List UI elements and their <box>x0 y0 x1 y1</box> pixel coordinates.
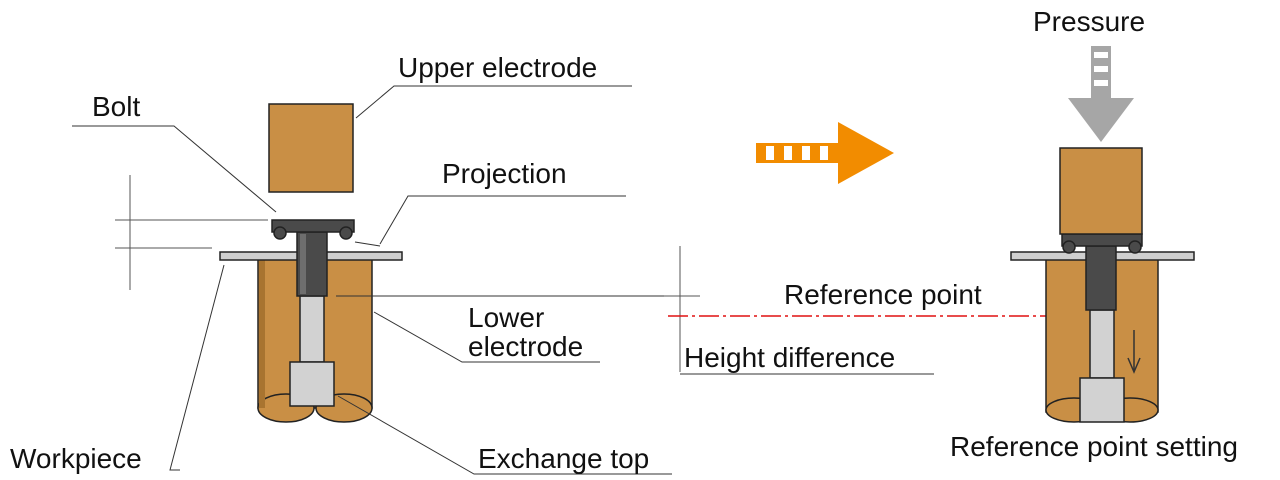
workpiece-label: Workpiece <box>10 443 142 474</box>
bolt-shank-right <box>1085 245 1117 311</box>
lower-electrode-label-line1: Lower <box>468 302 544 333</box>
exchange-top-label: Exchange top <box>478 443 649 474</box>
reference-point-label: Reference point <box>784 279 982 310</box>
lower-electrode-shade <box>259 258 265 408</box>
projection-bump-right-2 <box>1128 240 1142 254</box>
striped-down-arrow-icon <box>1068 46 1134 142</box>
projection-bump-left-1 <box>273 226 287 240</box>
exchange-top-shaft-right <box>1089 309 1115 379</box>
height-difference-label: Height difference <box>684 342 895 373</box>
projection-bump-right-1 <box>1062 240 1076 254</box>
reference-point-setting-label: Reference point setting <box>950 431 1238 462</box>
exchange-top-shaft-left <box>299 295 325 363</box>
projection-label: Projection <box>442 158 567 189</box>
exchange-top-block-left <box>289 361 335 407</box>
pressure-label: Pressure <box>1033 6 1145 37</box>
bolt-label: Bolt <box>92 91 140 122</box>
thin-down-arrow-icon <box>1127 330 1141 374</box>
height-reference <box>664 246 1072 375</box>
right-assembly <box>1010 147 1195 423</box>
bolt-shank-highlight <box>300 234 306 294</box>
left-leaders <box>72 85 690 475</box>
left-dimension-marks <box>115 175 268 290</box>
lower-electrode-label-line2: electrode <box>468 331 583 362</box>
upper-electrode-right <box>1059 147 1143 235</box>
upper-electrode-label: Upper electrode <box>398 52 597 83</box>
left-assembly <box>219 103 403 423</box>
exchange-top-block-right <box>1079 377 1125 423</box>
upper-electrode-left <box>268 103 354 193</box>
projection-bump-left-2 <box>339 226 353 240</box>
bolt-head-left <box>271 219 355 233</box>
striped-right-arrow-icon <box>756 122 894 184</box>
